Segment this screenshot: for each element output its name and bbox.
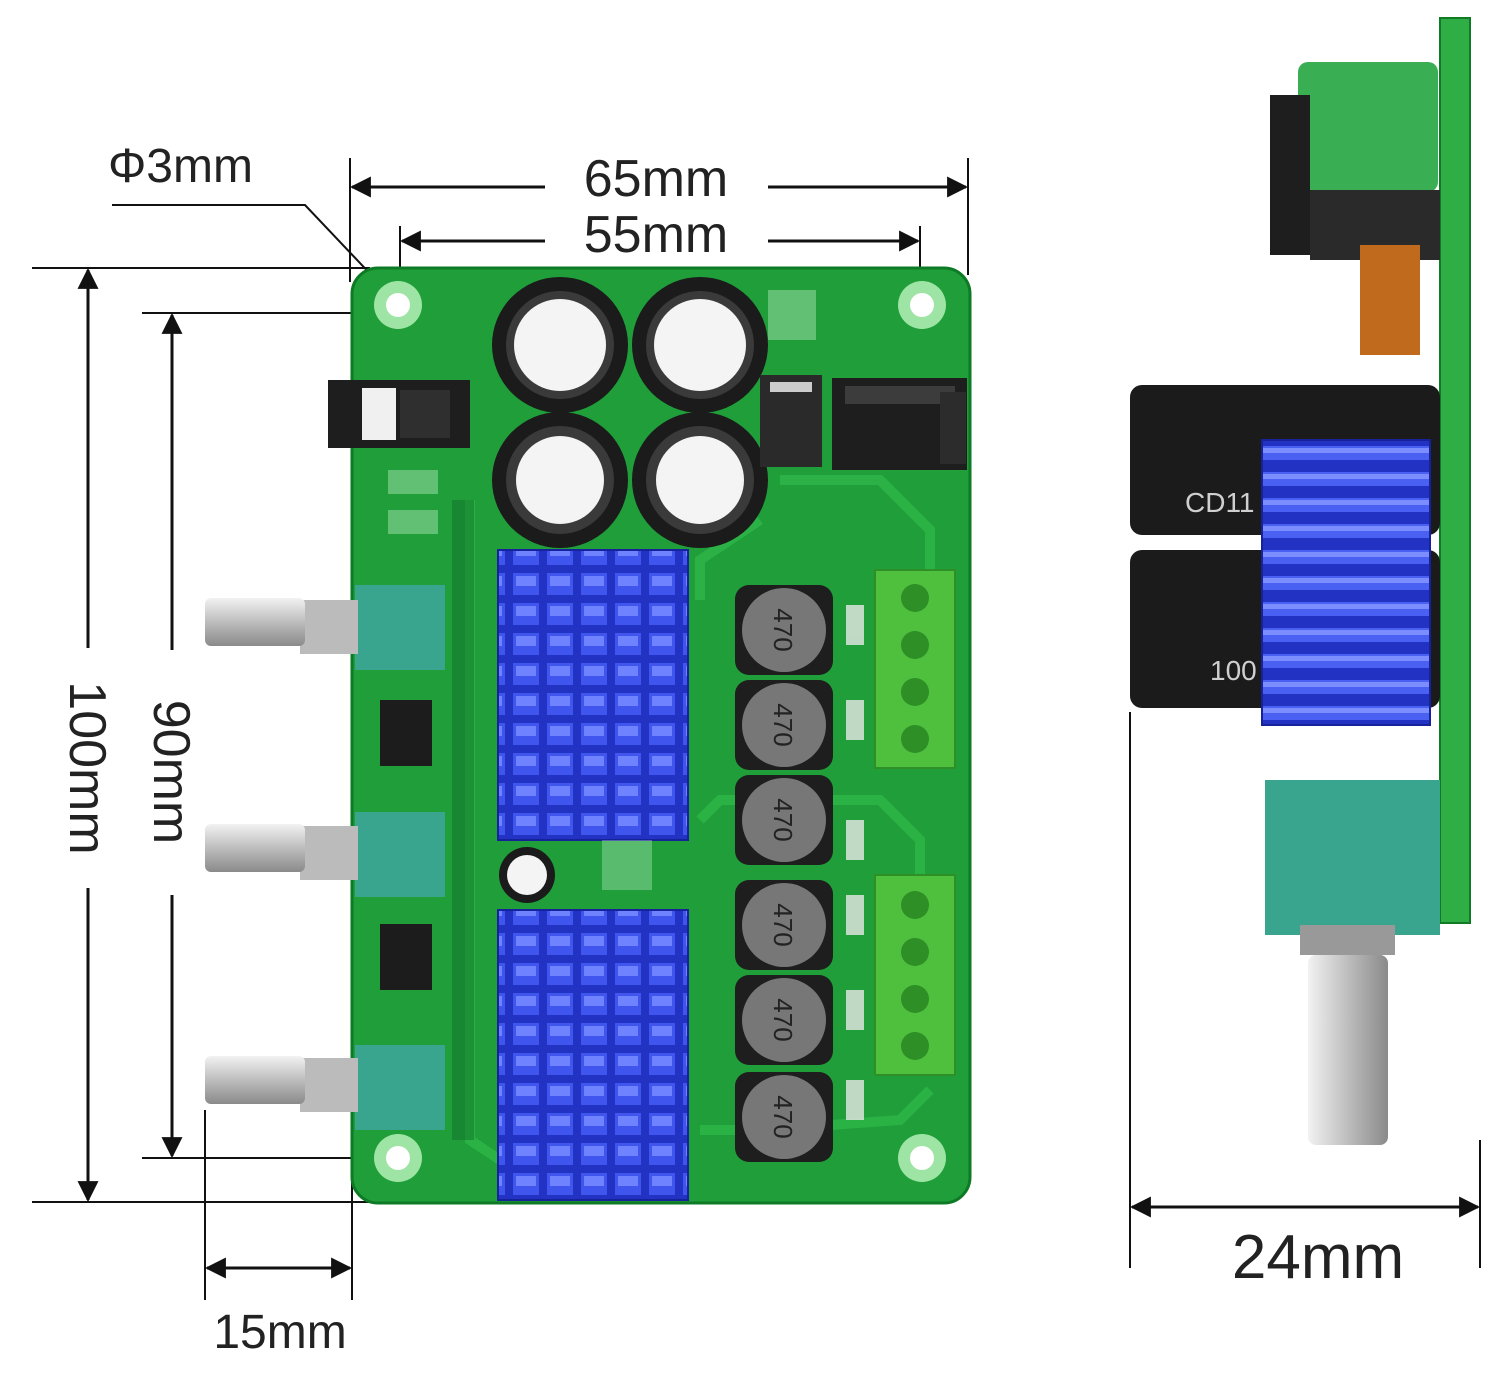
speaker-terminal-bottom	[874, 874, 956, 1076]
svg-text:100: 100	[1210, 655, 1257, 686]
heatsink-bottom	[497, 909, 689, 1201]
small-capacitor	[499, 847, 555, 903]
knob-shaft-top	[205, 598, 305, 646]
svg-text:CD11: CD11	[1185, 487, 1255, 518]
board-depth-label: 24mm	[1232, 1223, 1404, 1292]
knob-shaft-middle	[205, 824, 305, 872]
pcb-front-view: 470 470 470 470 470	[205, 266, 972, 1205]
capacitor-bottom-right	[632, 412, 768, 548]
hole-spacing-y-label: 90mm	[142, 700, 200, 844]
dc-jack-side	[1298, 62, 1438, 192]
electrolytic-capacitors	[492, 277, 768, 548]
board-height-label: 100mm	[58, 681, 116, 854]
inductor-5: 470	[735, 975, 833, 1065]
svg-text:470: 470	[768, 703, 798, 746]
knob-shaft-bottom	[205, 1056, 305, 1104]
inductor-4: 470	[735, 880, 833, 970]
svg-text:470: 470	[768, 798, 798, 841]
knob-length-label: 15mm	[213, 1306, 346, 1359]
potentiometer-top	[205, 585, 445, 670]
pcb-side-view: CD11 100	[1130, 17, 1471, 1145]
dc-power-jack	[832, 378, 967, 470]
pcb-edge-side	[1439, 17, 1471, 924]
svg-text:470: 470	[768, 1095, 798, 1138]
inductor-6: 470	[735, 1072, 833, 1162]
mounting-holes	[374, 281, 946, 1182]
inductor-1: 470	[735, 585, 833, 675]
opamp-chip-bottom	[380, 924, 432, 990]
hole-spacing-x-label: 55mm	[584, 206, 728, 264]
heatsink-top	[497, 549, 689, 841]
inductors: 470 470 470 470 470	[735, 585, 833, 1162]
capacitor-bottom-left	[492, 412, 628, 548]
potentiometer-bottom	[205, 1045, 445, 1130]
hole-diameter-label: Φ3mm	[108, 140, 253, 193]
potentiometer-side	[1265, 780, 1440, 935]
board-width-label: 65mm	[584, 150, 728, 208]
svg-text:470: 470	[768, 903, 798, 946]
heatsink-side	[1261, 439, 1431, 726]
knob-shaft-side	[1308, 955, 1388, 1145]
audio-input-jack	[328, 380, 470, 448]
inductor-2: 470	[735, 680, 833, 770]
speaker-terminal-top	[874, 569, 956, 769]
potentiometer-middle	[205, 812, 445, 897]
capacitor-top-right	[632, 277, 768, 413]
capacitor-top-left	[492, 277, 628, 413]
opamp-chip-top	[380, 700, 432, 766]
inductor-3: 470	[735, 775, 833, 865]
svg-text:470: 470	[768, 608, 798, 651]
svg-text:470: 470	[768, 998, 798, 1041]
